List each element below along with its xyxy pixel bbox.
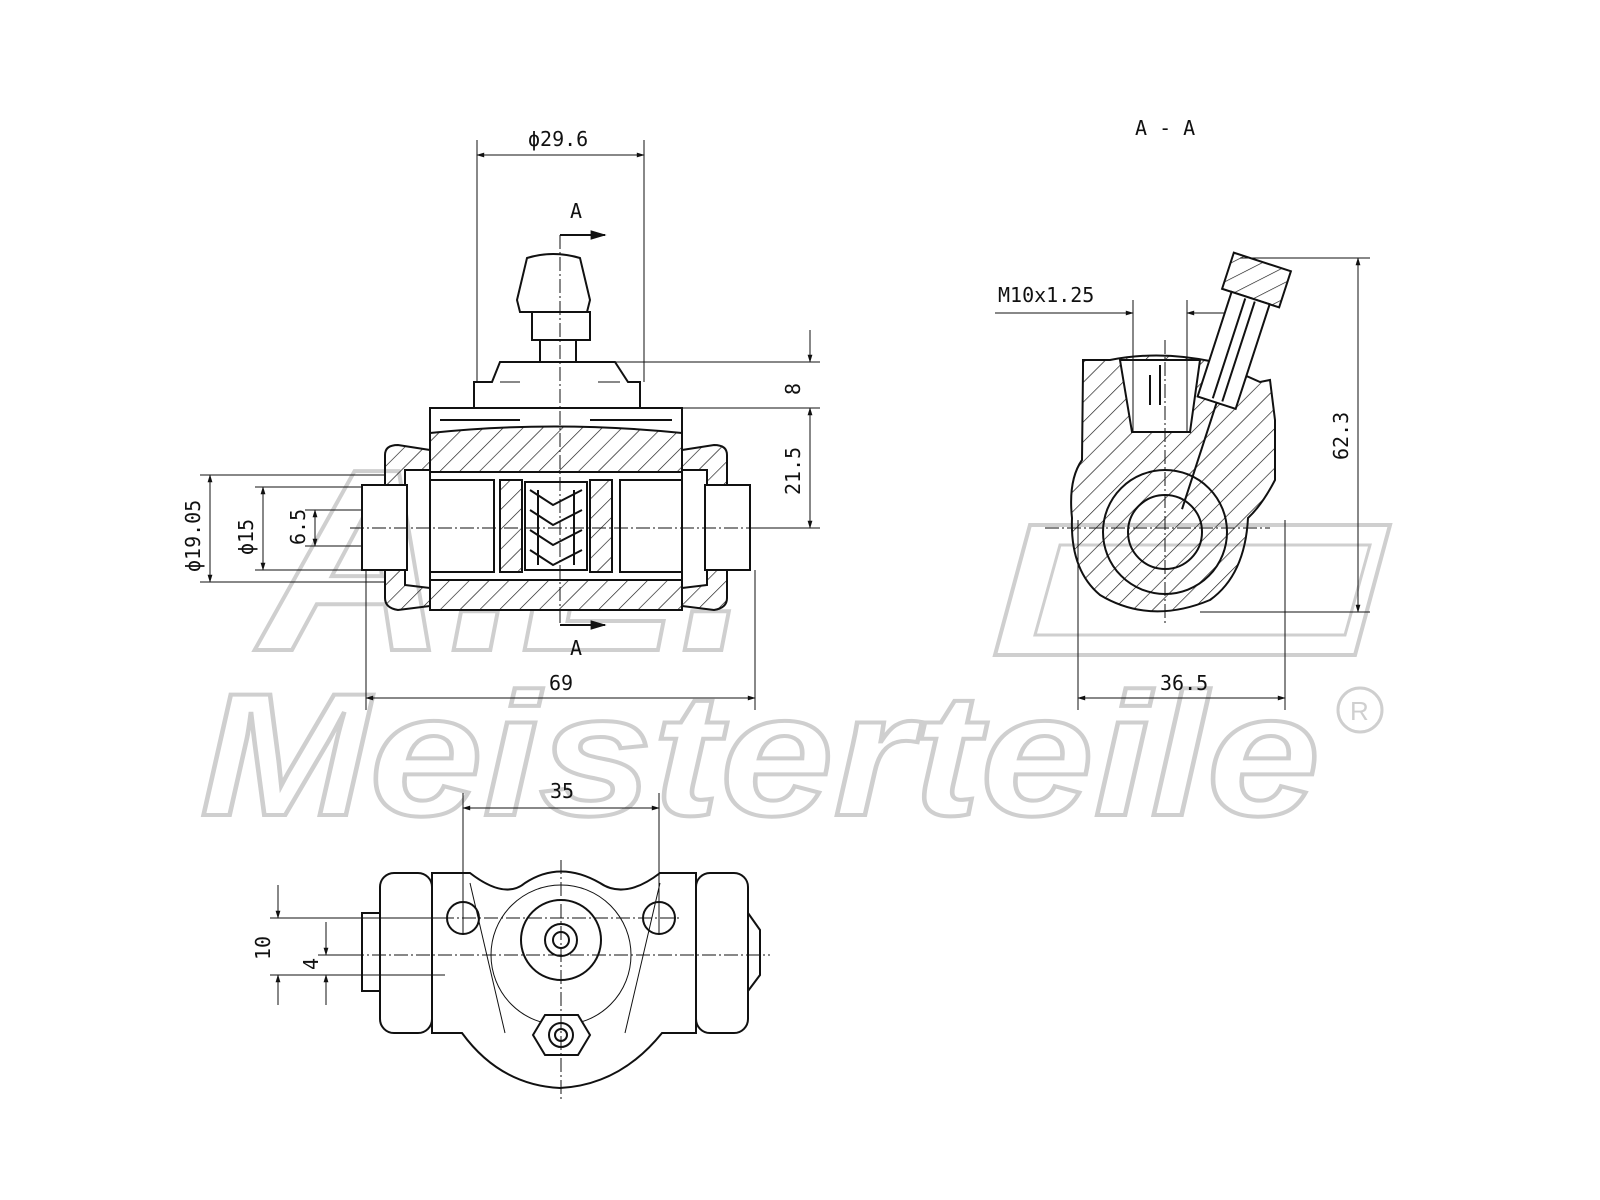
plan-left-boot <box>379 872 433 1034</box>
plan-view: 35 10 4 <box>251 779 770 1100</box>
front-section-view: A A ϕ29.6 8 21.5 ϕ19.05 ϕ15 6.5 69 <box>181 127 820 710</box>
left-piston <box>429 479 495 573</box>
plan-right-boot <box>695 872 749 1034</box>
plan-left-cap <box>361 912 381 992</box>
left-seal <box>499 479 523 573</box>
cut-mark-bottom: A <box>570 636 582 660</box>
dim-dia-6-5: 6.5 <box>286 509 310 545</box>
dim-dia-19-05: ϕ19.05 <box>181 500 205 572</box>
dim-spacing-35: 35 <box>550 779 574 803</box>
bleeder-neck <box>531 311 591 341</box>
dim-dia-15: ϕ15 <box>234 519 258 555</box>
dim-offset-10: 10 <box>251 936 275 960</box>
upper-boss <box>473 361 641 409</box>
dim-offset-4: 4 <box>299 958 323 970</box>
registered-mark-icon <box>1336 686 1384 734</box>
dim-length-69: 69 <box>549 671 573 695</box>
right-seal <box>589 479 613 573</box>
housing-upper-wall <box>429 425 683 473</box>
dim-height-62-3: 62.3 <box>1329 412 1353 460</box>
dim-width-36-5: 36.5 <box>1160 671 1208 695</box>
right-piston <box>619 479 683 573</box>
watermark-logo-stripes <box>992 523 1393 657</box>
dim-height-8: 8 <box>781 383 805 395</box>
section-label: A - A <box>1135 116 1195 140</box>
dim-thread: M10x1.25 <box>998 283 1094 307</box>
section-a-a-view: A - A M10x1.25 62.3 36.5 <box>995 116 1370 710</box>
section-housing <box>1070 354 1276 613</box>
watermark-brand-text: Meisterteile <box>200 658 1320 853</box>
section-angled-fitting <box>1181 251 1293 510</box>
dim-height-21-5: 21.5 <box>781 447 805 495</box>
plan-bleeder-nut <box>531 1014 592 1056</box>
plan-right-cap <box>747 909 761 994</box>
registered-mark-letter: R <box>1350 696 1369 726</box>
bleeder-cap <box>515 253 592 313</box>
dim-bore-dia: ϕ29.6 <box>528 127 588 151</box>
cut-mark-top: A <box>570 199 582 223</box>
housing-lower-wall <box>429 579 683 611</box>
